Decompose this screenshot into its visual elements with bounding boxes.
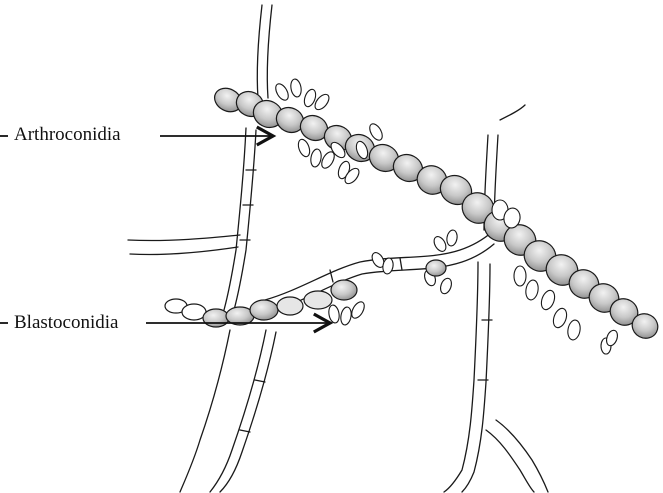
bud-cell xyxy=(551,307,569,330)
bud-cell xyxy=(349,300,367,321)
arthroconidia-label: Arthroconidia xyxy=(14,125,121,144)
bud-cell xyxy=(514,266,526,286)
bud-cell xyxy=(290,78,303,97)
hyphae xyxy=(128,5,548,492)
bud-cell xyxy=(328,304,341,323)
bud-cell xyxy=(432,235,449,254)
blastoconidia-label: Blastoconidia xyxy=(14,313,118,332)
bud-cell xyxy=(340,306,353,325)
bud-cell xyxy=(446,229,459,246)
bud-cell xyxy=(296,138,312,158)
bud-cell xyxy=(310,148,323,167)
bud-cell xyxy=(539,289,557,312)
blastoconidia-buds xyxy=(273,78,619,354)
bud-cell xyxy=(439,277,454,295)
bud-cell xyxy=(524,279,539,301)
bud-cell xyxy=(273,82,291,103)
bud-cell xyxy=(566,319,581,341)
